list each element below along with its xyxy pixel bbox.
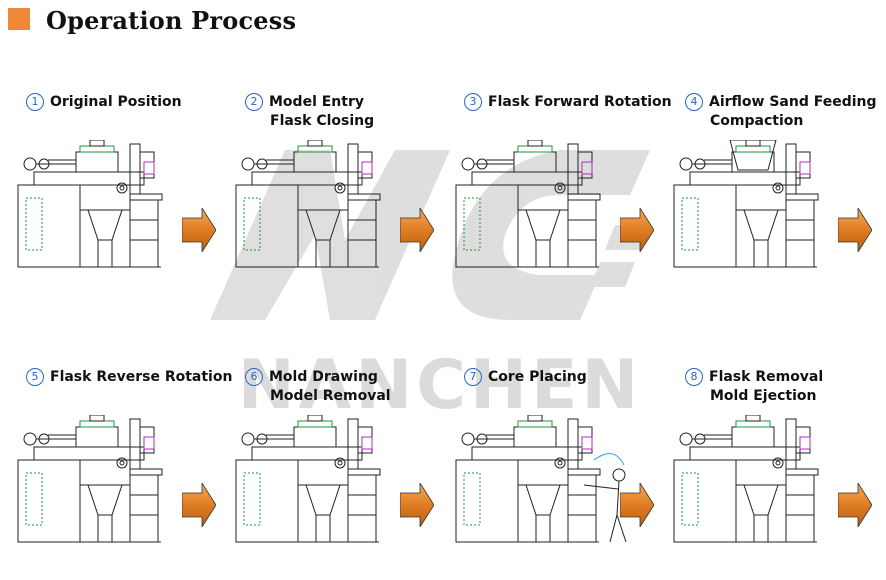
machine-illustration-step-5: [17, 415, 163, 543]
flow-arrow-icon: [620, 208, 654, 252]
step-6-label: 6 Mold Drawing Model Removal: [245, 368, 391, 406]
step-3-label: 3 Flask Forward Rotation: [464, 93, 672, 112]
flow-arrow-icon: [182, 483, 216, 527]
step-subtitle: Compaction: [710, 113, 804, 129]
step-number-badge: 2: [245, 93, 263, 111]
machine-illustration-step-7: [455, 415, 627, 543]
header-orange-square: [8, 8, 30, 30]
step-8-label: 8 Flask Removal Mold Ejection: [685, 368, 823, 406]
step-number-badge: 8: [685, 368, 703, 386]
step-subtitle: Flask Closing: [270, 113, 375, 129]
step-5-label: 5 Flask Reverse Rotation: [26, 368, 232, 387]
step-number-badge: 4: [685, 93, 703, 111]
machine-illustration-step-4: [673, 140, 819, 268]
step-number-badge: 1: [26, 93, 44, 111]
machine-illustration-step-2: [235, 140, 381, 268]
step-title: Mold Drawing: [269, 369, 378, 385]
step-title: Flask Reverse Rotation: [50, 369, 233, 385]
flow-arrow-icon: [400, 483, 434, 527]
step-title: Airflow Sand Feeding: [709, 94, 877, 110]
step-title: Core Placing: [488, 369, 587, 385]
step-title: Flask Removal: [709, 369, 824, 385]
step-number-badge: 3: [464, 93, 482, 111]
step-subtitle: Model Removal: [270, 388, 391, 404]
step-title: Flask Forward Rotation: [488, 94, 672, 110]
step-1-label: 1 Original Position: [26, 93, 182, 112]
step-title: Original Position: [50, 94, 182, 110]
flow-arrow-icon: [838, 208, 872, 252]
step-number-badge: 5: [26, 368, 44, 386]
step-number-badge: 7: [464, 368, 482, 386]
flow-arrow-icon: [838, 483, 872, 527]
flow-arrow-icon: [400, 208, 434, 252]
step-7-label: 7 Core Placing: [464, 368, 587, 387]
step-subtitle: Mold Ejection: [710, 388, 817, 404]
machine-illustration-step-1: [17, 140, 163, 268]
machine-illustration-step-6: [235, 415, 381, 543]
step-4-label: 4 Airflow Sand Feeding Compaction: [685, 93, 877, 131]
flow-arrow-icon: [620, 483, 654, 527]
step-number-badge: 6: [245, 368, 263, 386]
machine-illustration-step-3: [455, 140, 601, 268]
flow-arrow-icon: [182, 208, 216, 252]
machine-illustration-step-8: [673, 415, 819, 543]
step-title: Model Entry: [269, 94, 364, 110]
step-2-label: 2 Model Entry Flask Closing: [245, 93, 374, 131]
page-title: Operation Process: [46, 6, 297, 35]
